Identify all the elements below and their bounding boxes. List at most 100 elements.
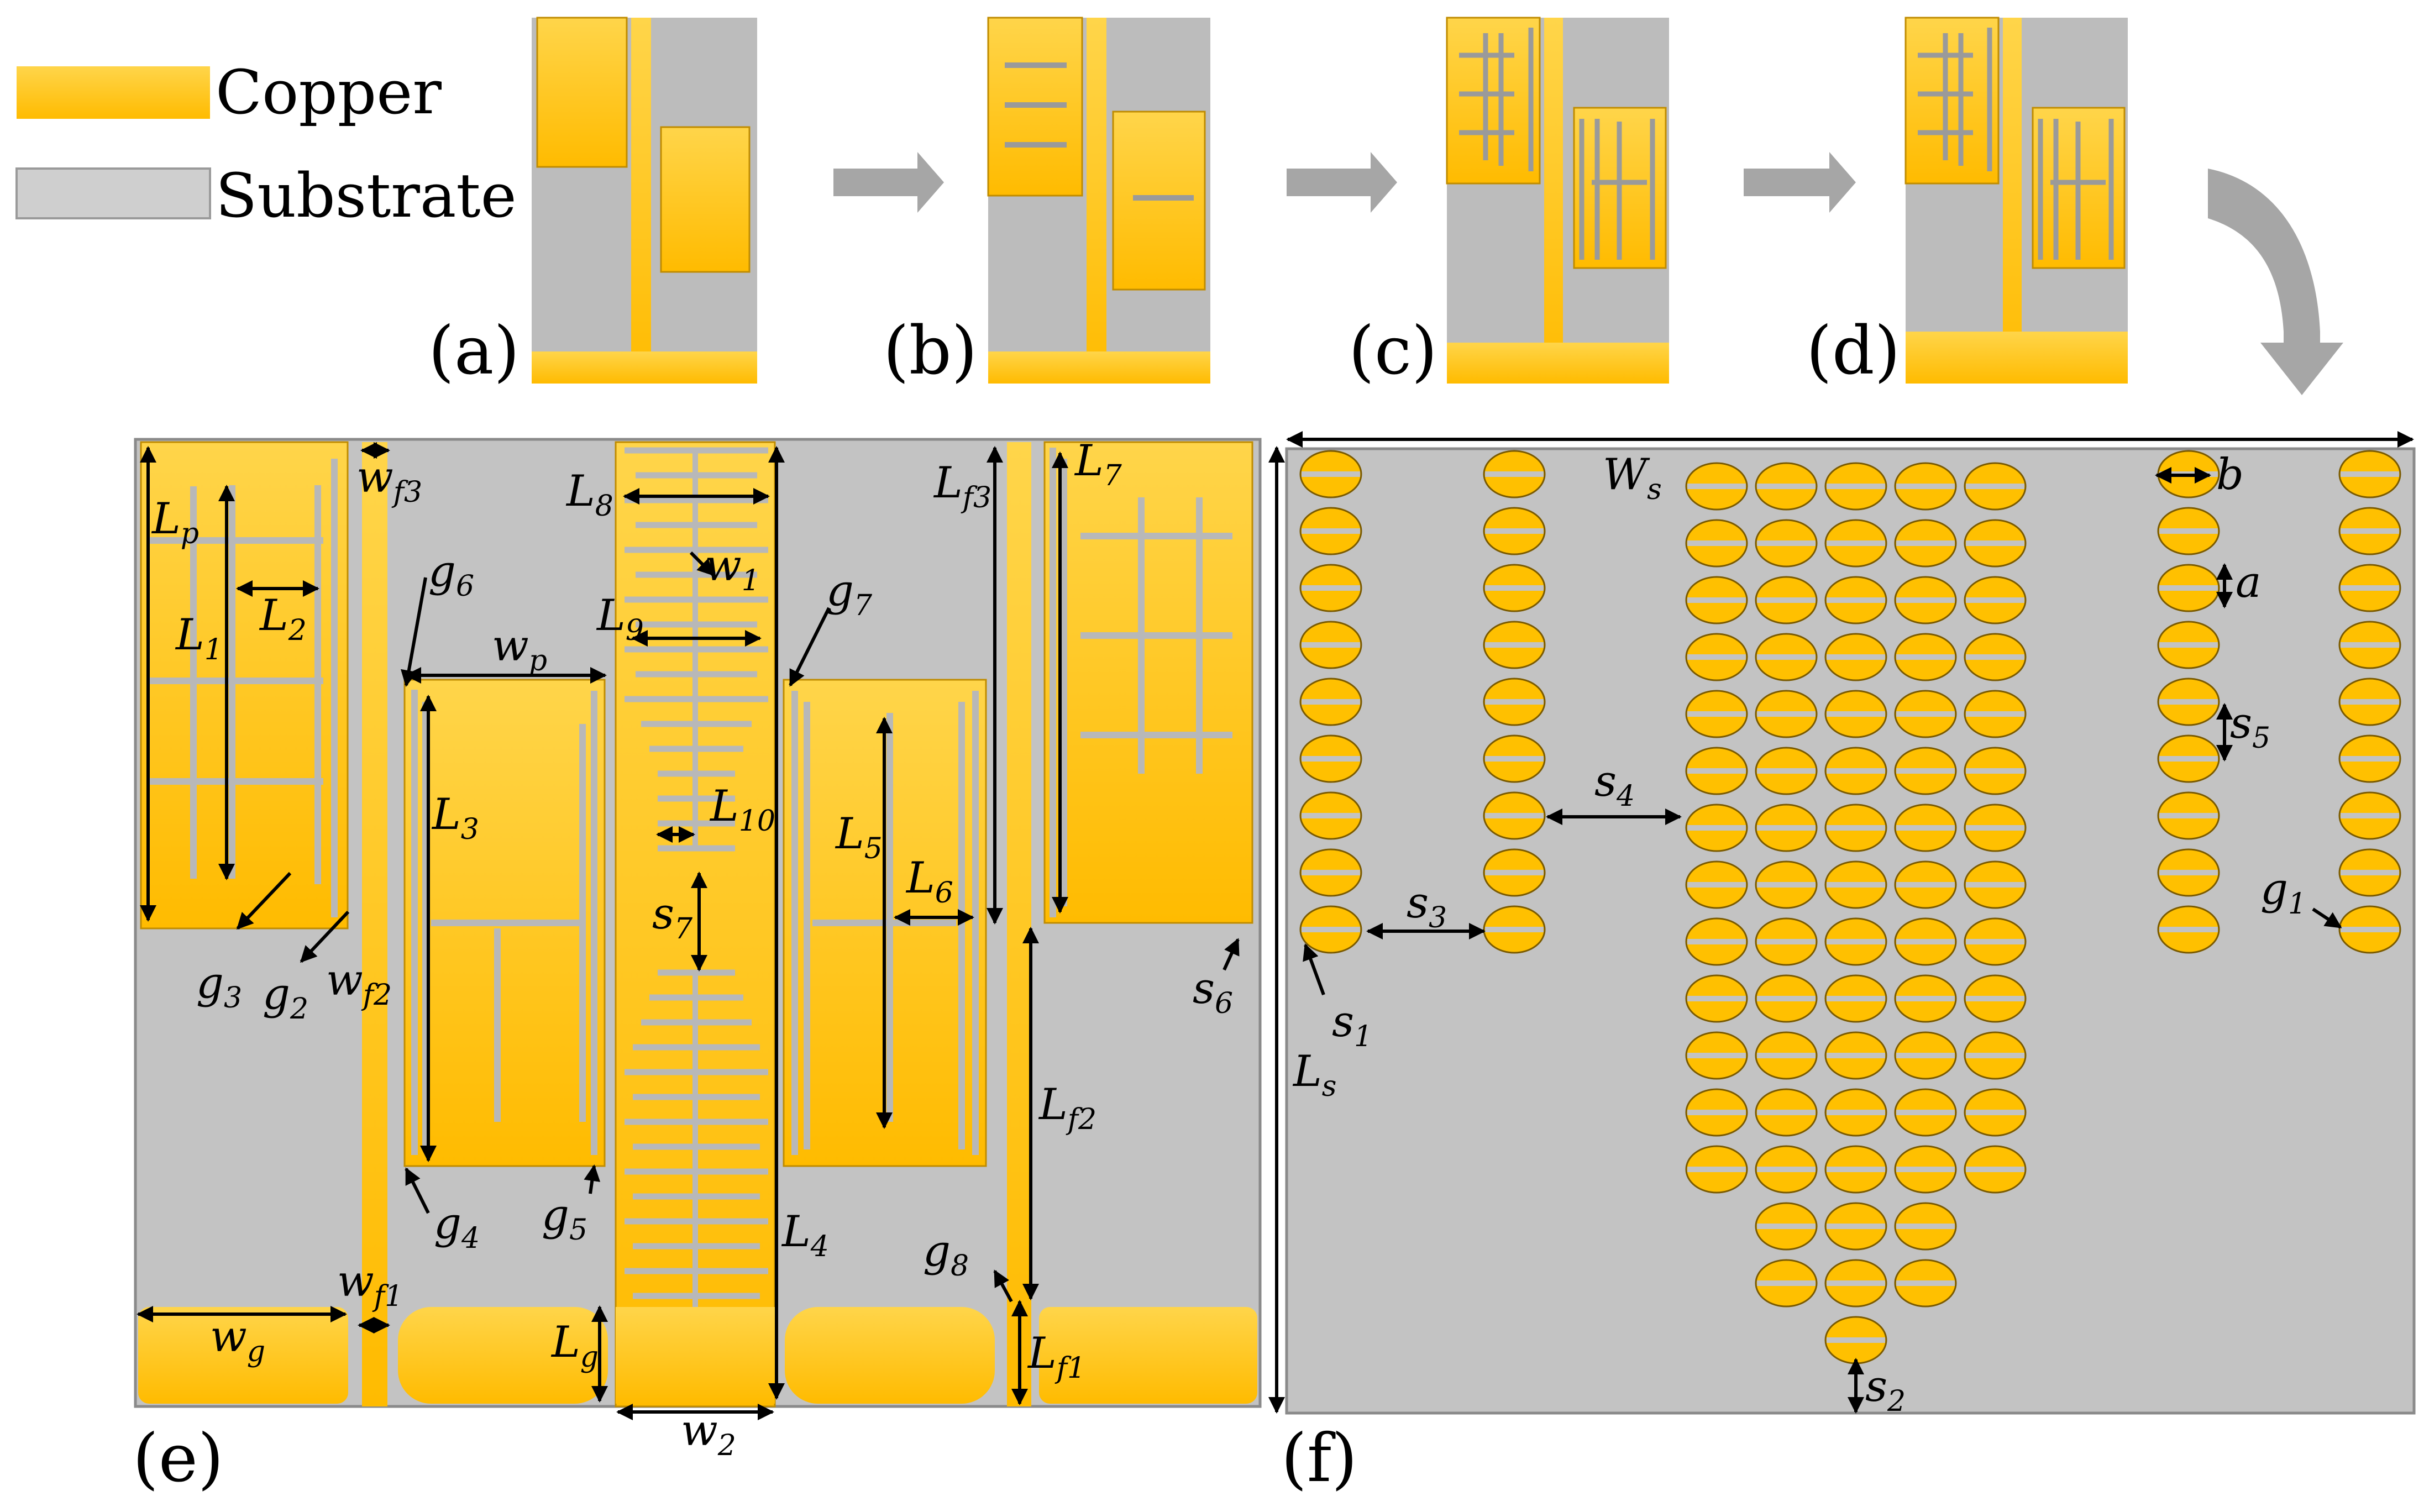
ellipse-unit-cell [1685, 747, 1748, 795]
label-g4: g4 [434, 1199, 480, 1255]
label-s1: s1 [1332, 997, 1372, 1053]
step-b-thumbnail: (b) [883, 17, 1210, 390]
ellipse-unit-cell [1685, 690, 1748, 738]
panel-f-layout: Ws Ls b a s5 s4 s3 s1 s2 g1 (f) [1268, 431, 2416, 1497]
ellipse-unit-cell [1755, 690, 1818, 738]
ellipse-unit-cell [1964, 917, 2027, 966]
ellipse-unit-cell [1964, 804, 2027, 852]
ellipse-unit-cell [1483, 848, 1546, 897]
ellipse-unit-cell [1755, 633, 1818, 681]
ellipse-unit-cell [2157, 791, 2220, 840]
ellipse-unit-cell [1685, 1088, 1748, 1137]
ellipse-unit-cell [1685, 860, 1748, 909]
label-s3: s3 [1407, 878, 1447, 935]
label-g1: g1 [2260, 864, 2306, 921]
ellipse-unit-cell [1964, 860, 2027, 909]
ellipse-unit-cell [2157, 905, 2220, 954]
ellipse-unit-cell [1964, 690, 2027, 738]
ellipse-unit-cell [1483, 564, 1546, 612]
label-g8: g8 [923, 1226, 969, 1283]
ellipse-unit-cell [1894, 804, 1957, 852]
ellipse-unit-cell [2338, 848, 2401, 897]
label-Lf2: Lf2 [1038, 1080, 1096, 1136]
ellipse-unit-cell [1824, 917, 1887, 966]
ellipse-unit-cell [1299, 450, 1362, 498]
ellipse-unit-cell [2157, 507, 2220, 555]
label-w2: w2 [681, 1406, 736, 1462]
label-s4: s4 [1594, 757, 1635, 813]
ellipse-unit-cell [1824, 1031, 1887, 1080]
ellipse-unit-cell [1755, 1145, 1818, 1194]
ellipse-unit-cell [1894, 1031, 1957, 1080]
ellipse-unit-cell [1755, 1259, 1818, 1308]
ellipse-unit-cell [1824, 690, 1887, 738]
label-L3: L3 [431, 790, 479, 846]
label-wf2: wf2 [326, 956, 392, 1012]
ellipse-unit-cell [1755, 519, 1818, 568]
ellipse-unit-cell [1894, 519, 1957, 568]
ellipse-unit-cell [1964, 974, 2027, 1023]
label-g7: g7 [826, 566, 873, 622]
label-g6: g6 [428, 547, 474, 603]
ellipse-unit-cell [1685, 576, 1748, 624]
ellipse-unit-cell [1824, 1145, 1887, 1194]
ellipse-unit-cell [1685, 1031, 1748, 1080]
step-d-thumbnail: (d) [1806, 17, 2128, 390]
label-wf1: wf1 [337, 1257, 403, 1313]
ellipse-unit-cell [1685, 633, 1748, 681]
label-Lf3: Lf3 [933, 458, 991, 514]
ellipse-unit-cell [1964, 519, 2027, 568]
ellipse-unit-cell [1755, 1088, 1818, 1137]
ellipse-unit-cell [1824, 633, 1887, 681]
arrow-b-to-c [1287, 152, 1397, 213]
ellipse-unit-cell [2338, 450, 2401, 498]
ellipse-unit-cell [1824, 1202, 1887, 1251]
label-L4: L4 [781, 1207, 829, 1263]
ellipse-unit-cell [1685, 1145, 1748, 1194]
ellipse-unit-cell [2157, 734, 2220, 783]
ellipse-unit-cell [1299, 734, 1362, 783]
label-s6: s6 [1193, 964, 1233, 1020]
ellipse-unit-cell [1483, 678, 1546, 726]
ellipse-unit-cell [1894, 860, 1957, 909]
ellipse-unit-cell [1755, 747, 1818, 795]
ellipse-unit-cell [1964, 1145, 2027, 1194]
ellipse-unit-cell [1894, 974, 1957, 1023]
ellipse-unit-cell [1894, 747, 1957, 795]
ellipse-unit-cell [1755, 917, 1818, 966]
ellipse-unit-cell [1894, 1259, 1957, 1308]
label-L6: L6 [905, 853, 953, 910]
legend-copper-label: Copper [216, 57, 442, 128]
ellipse-unit-cell [1299, 507, 1362, 555]
ellipse-array [1299, 450, 2401, 1364]
label-Lf1: Lf1 [1027, 1329, 1085, 1385]
ellipse-unit-cell [1894, 690, 1957, 738]
label-s5: s5 [2230, 699, 2270, 755]
label-wf3: wf3 [356, 453, 422, 509]
ellipse-unit-cell [2338, 905, 2401, 954]
ellipse-unit-cell [1685, 519, 1748, 568]
ellipse-unit-cell [2157, 621, 2220, 669]
ellipse-unit-cell [1299, 564, 1362, 612]
ellipse-unit-cell [1824, 974, 1887, 1023]
ellipse-unit-cell [1483, 791, 1546, 840]
ellipse-unit-cell [2338, 791, 2401, 840]
label-b: b [2216, 450, 2244, 500]
label-wg: wg [210, 1312, 265, 1368]
ellipse-unit-cell [1964, 633, 2027, 681]
ellipse-unit-cell [1755, 1202, 1818, 1251]
ellipse-unit-cell [1755, 804, 1818, 852]
label-Ls: Ls [1292, 1047, 1336, 1103]
label-g2: g2 [263, 969, 308, 1026]
label-Lg: Lg [550, 1317, 599, 1374]
ellipse-unit-cell [1964, 1031, 2027, 1080]
ellipse-unit-cell [1894, 633, 1957, 681]
step-a-label: (a) [428, 313, 520, 390]
ellipse-unit-cell [1685, 974, 1748, 1023]
step-c-label: (c) [1349, 313, 1437, 390]
ellipse-unit-cell [1299, 848, 1362, 897]
ellipse-unit-cell [1299, 791, 1362, 840]
label-g3: g3 [196, 958, 242, 1015]
label-a: a [2236, 558, 2262, 607]
